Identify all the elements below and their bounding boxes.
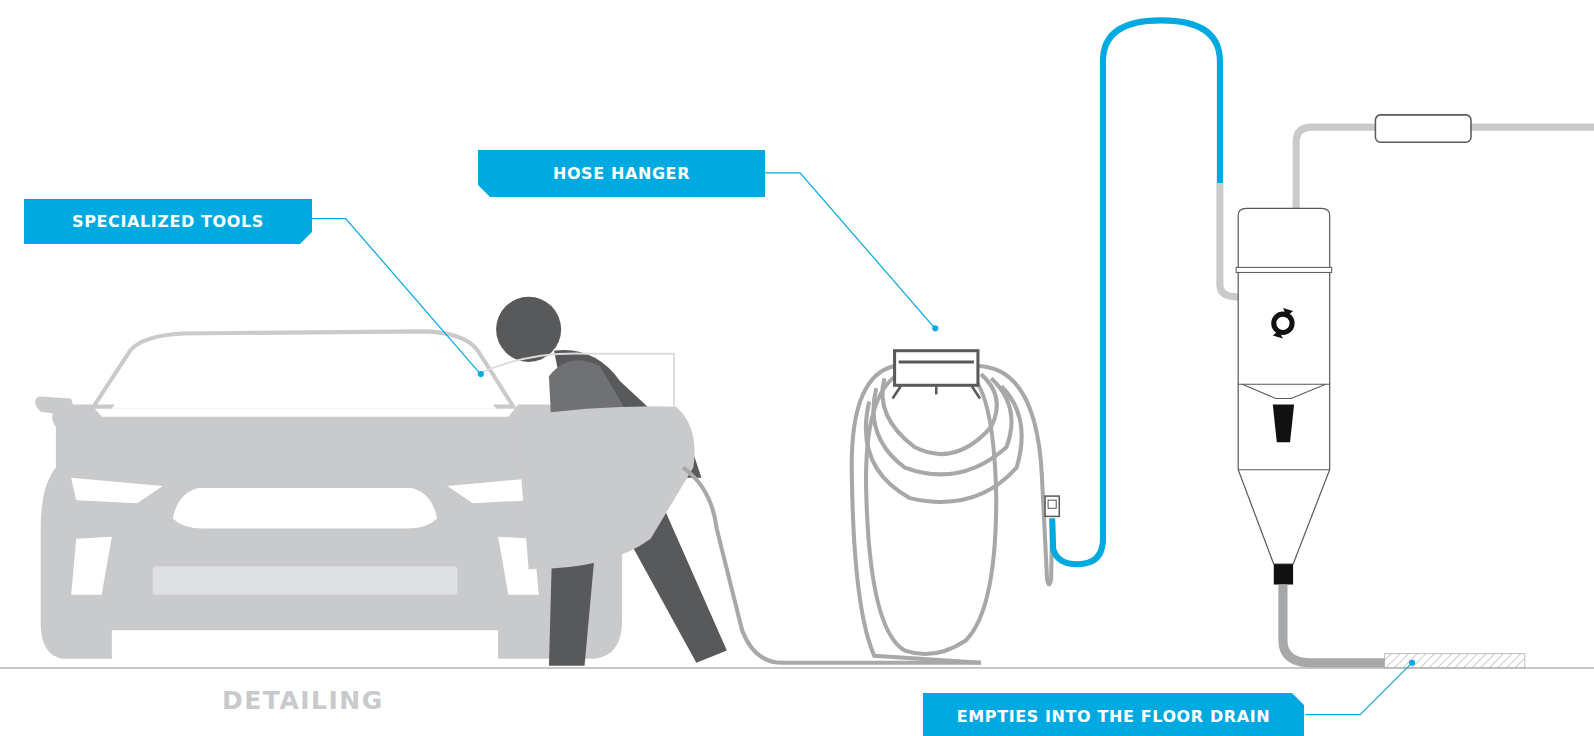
car-door [478,353,695,569]
callout-text: EMPTIES INTO THE FLOOR DRAIN [957,707,1270,726]
worker [496,297,727,666]
callout-box: SPECIALIZED TOOLS [24,199,312,244]
section-title: DETAILING [222,686,384,715]
vacuum-hose [683,468,981,663]
callout-fill [24,199,312,244]
floor-drain [1385,654,1525,668]
callout-fill [478,150,765,197]
callout-box: EMPTIES INTO THE FLOOR DRAIN [923,693,1304,736]
ground-line [0,667,1594,668]
leader-lines [312,173,1410,715]
callout-box: HOSE HANGER [478,150,765,197]
callout-text: SPECIALIZED TOOLS [72,212,264,231]
exhaust-pipe [1296,115,1594,209]
leader-dots [478,325,1415,666]
supply-hose [1052,20,1220,564]
hanger-bracket [893,351,980,399]
callout-text: HOSE HANGER [553,164,690,183]
inlet-pipe [1220,183,1238,297]
hose-hanger [852,366,1052,663]
separator [1236,208,1384,662]
callout-fill [923,693,1304,736]
valve [1045,496,1059,516]
